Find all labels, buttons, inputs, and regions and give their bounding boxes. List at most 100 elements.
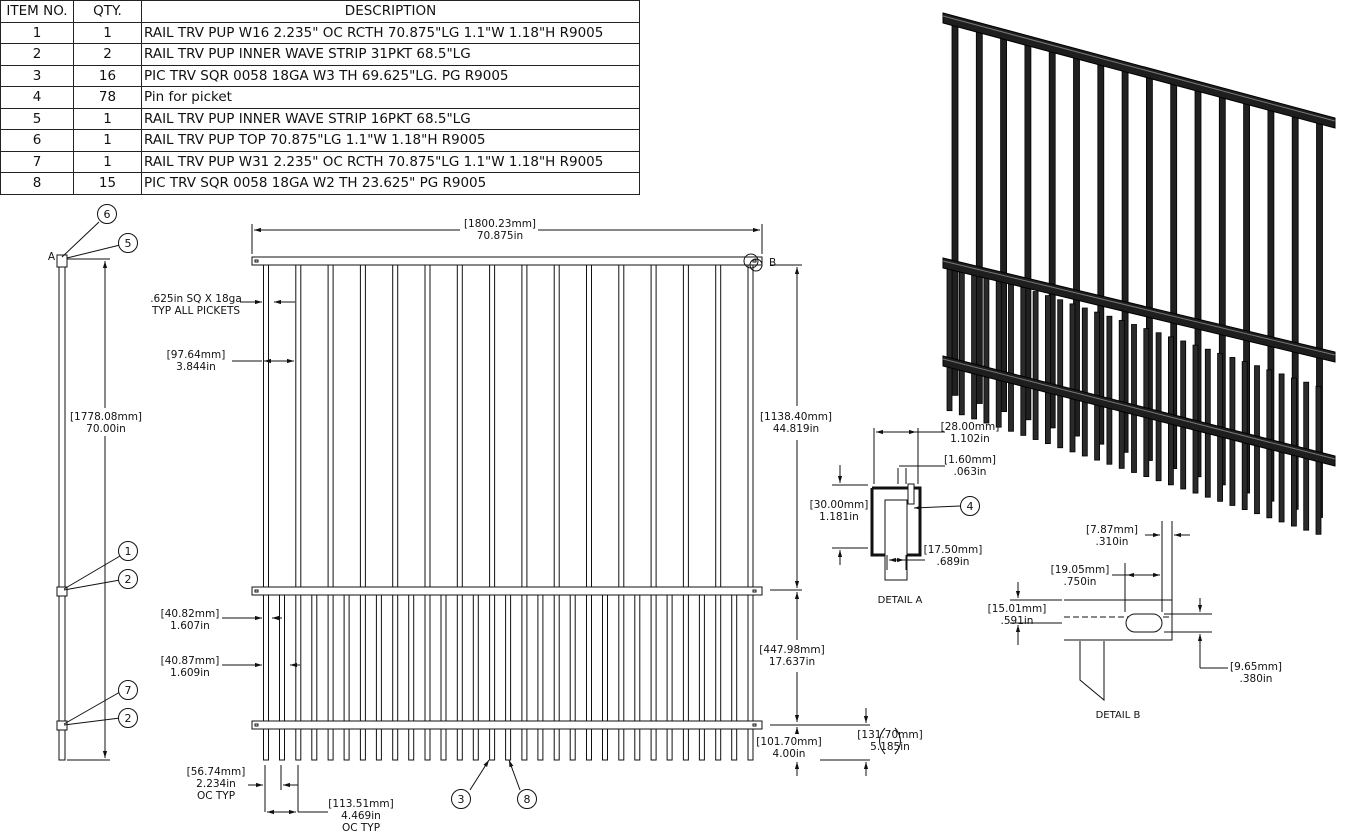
gap2-dim-mm: [40.87mm] — [161, 655, 220, 667]
iso-short-picket — [1020, 286, 1027, 436]
detail-a-inner-in: .689in — [937, 556, 970, 568]
long-picket — [650, 264, 657, 761]
iso-middle-rail-edge — [942, 260, 1336, 356]
bom-qty: 78 — [73, 86, 142, 109]
detail-a-height-in: 1.181in — [819, 511, 859, 523]
bom-description: PIC TRV SQR 0058 18GA W2 TH 23.625" PG R… — [141, 172, 640, 195]
gap1-dim-mm: [40.82mm] — [161, 608, 220, 620]
detail-a-width-in: 1.102in — [950, 433, 990, 445]
width-dim-in: 70.875in — [477, 230, 523, 242]
short-picket — [472, 594, 479, 761]
space-dim-mm: [97.64mm] — [167, 349, 226, 361]
bom-header-item: ITEM NO. — [0, 0, 74, 23]
bom-qty: 16 — [73, 64, 142, 87]
oc1-dim-note: OC TYP — [197, 790, 235, 802]
iso-short-picket — [983, 274, 990, 424]
long-picket — [489, 264, 496, 761]
balloon-label-2-lower: 2 — [125, 712, 132, 725]
iso-short-picket — [958, 266, 965, 416]
bottom-ref-dim-in: 5.185in — [870, 741, 910, 753]
space-dim-in: 3.844in — [176, 361, 216, 373]
detail-a-inner-mm: [17.50mm] — [924, 544, 983, 556]
iso-short-picket — [1118, 319, 1125, 469]
long-picket — [747, 264, 754, 761]
balloon-3 — [451, 789, 471, 809]
detail-b-c-mm: [15.01mm] — [988, 603, 1047, 615]
long-picket — [618, 264, 625, 761]
iso-long-picket — [951, 19, 959, 396]
isometric-view — [942, 12, 1336, 535]
long-picket — [327, 264, 334, 761]
bom-qty: 15 — [73, 172, 142, 195]
balloon-label-8: 8 — [524, 793, 531, 806]
upper-dim-in: 44.819in — [773, 423, 819, 435]
short-picket — [440, 594, 447, 761]
detail-b-a-mm: [7.87mm] — [1086, 524, 1138, 536]
balloon-label-5: 5 — [125, 237, 132, 250]
long-picket — [456, 264, 463, 761]
balloon-label-2: 2 — [125, 573, 132, 586]
bottom-dim-in: 4.00in — [773, 748, 806, 760]
bom-description: RAIL TRV PUP TOP 70.875"LG 1.1"W 1.18"H … — [141, 129, 640, 152]
iso-short-picket — [995, 278, 1002, 428]
long-picket — [392, 264, 399, 761]
detail-a-width-mm: [28.00mm] — [941, 421, 1000, 433]
iso-short-picket — [1094, 311, 1100, 461]
oc1-dim-in: 2.234in — [196, 778, 236, 790]
long-picket — [263, 264, 269, 761]
bom-description: Pin for picket — [141, 86, 640, 109]
iso-short-picket — [1168, 336, 1174, 486]
height-dim-in: 70.00in — [86, 423, 126, 435]
long-picket — [359, 264, 366, 761]
oc1-dim-mm: [56.74mm] — [187, 766, 246, 778]
long-picket — [295, 264, 302, 761]
front-view-pickets — [263, 264, 754, 761]
iso-short-picket — [1069, 303, 1076, 453]
iso-bottom-rail-edge — [942, 358, 1336, 460]
iso-short-picket — [1155, 332, 1162, 482]
short-picket — [408, 594, 415, 761]
short-picket — [731, 594, 738, 761]
detail-b-c-in: .591in — [1001, 615, 1034, 627]
bom-item-no: 3 — [0, 64, 74, 87]
side-view — [56, 254, 110, 761]
iso-long-picket — [975, 26, 983, 404]
long-picket — [682, 264, 689, 761]
bottom-ref-dim-mm: [131.70mm] — [857, 729, 922, 741]
detail-b-title: DETAIL B — [1096, 710, 1141, 721]
short-picket — [698, 594, 705, 761]
bom-item-no: 4 — [0, 86, 74, 109]
detail-a-thickness-in: .063in — [954, 466, 987, 478]
iso-short-picket — [1008, 282, 1014, 432]
iso-short-picket — [1192, 344, 1199, 494]
detail-b-d-in: .380in — [1240, 673, 1273, 685]
short-picket — [537, 594, 544, 761]
balloon-label-4: 4 — [967, 500, 974, 513]
height-dim-mm: [1778.08mm] — [70, 411, 142, 423]
mid-dim-in: 17.637in — [769, 656, 815, 668]
balloon-1 — [118, 541, 138, 561]
balloon-label-7: 7 — [125, 684, 132, 697]
iso-short-picket — [1045, 295, 1051, 445]
mid-dim-mm: [447.98mm] — [759, 644, 824, 656]
iso-top-rail-edge — [942, 15, 1336, 122]
detail-a-section — [832, 428, 961, 581]
short-picket — [375, 594, 382, 761]
bom-description: PIC TRV SQR 0058 18GA W3 TH 69.625"LG. P… — [141, 64, 640, 87]
balloon-5 — [118, 233, 138, 253]
short-picket — [666, 594, 673, 761]
picket-size-note: .625in SQ X 18ga — [150, 293, 242, 305]
bom-item-no: 2 — [0, 43, 74, 66]
iso-short-picket — [971, 270, 977, 420]
oc2-dim-mm: [113.51mm] — [328, 798, 393, 810]
view-label-a: A — [48, 251, 56, 263]
long-picket — [715, 264, 722, 761]
short-picket — [505, 594, 512, 761]
iso-short-picket — [1057, 299, 1064, 449]
iso-short-picket — [1131, 324, 1137, 473]
